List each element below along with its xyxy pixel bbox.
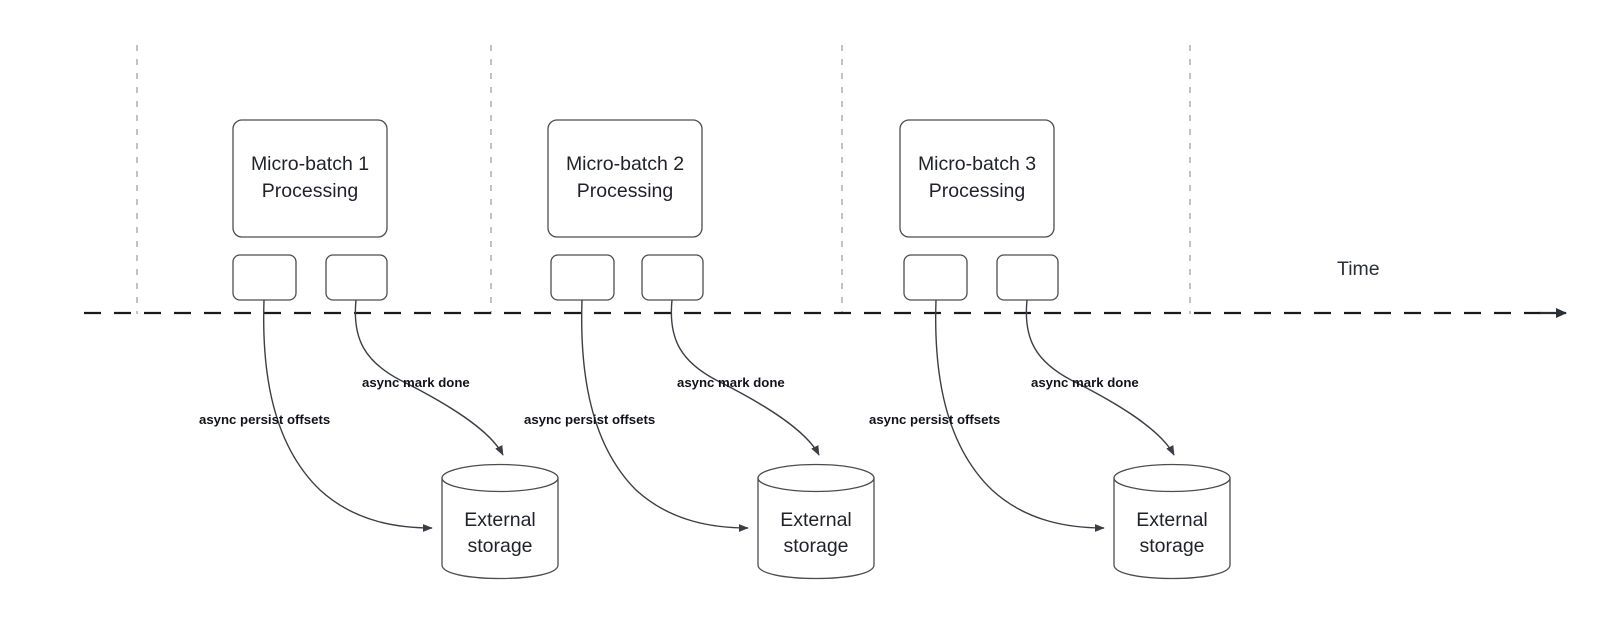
edge-mark-done-2 bbox=[670, 299, 820, 456]
external-storage-1-label-line2: storage bbox=[467, 535, 532, 557]
microbatch-box-3-label-line1: Micro-batch 3 bbox=[918, 153, 1036, 175]
group-1: Micro-batch 1 Processing async persist o… bbox=[199, 119, 559, 580]
task-box-2a[interactable] bbox=[550, 254, 615, 301]
edge-label-mark-done-3: async mark done bbox=[1031, 375, 1139, 390]
external-storage-3-label-line1: External bbox=[1136, 509, 1208, 531]
microbatch-box-2[interactable] bbox=[547, 119, 703, 238]
edge-persist-offsets-1 bbox=[263, 299, 433, 532]
edge-label-mark-done-1: async mark done bbox=[362, 375, 470, 390]
edge-mark-done-1 bbox=[354, 299, 504, 456]
external-storage-2-label-line2: storage bbox=[783, 535, 848, 557]
group-2: Micro-batch 2 Processing async persist o… bbox=[524, 119, 875, 580]
task-box-2b[interactable] bbox=[641, 254, 704, 301]
batch-boundary-guides bbox=[136, 45, 1191, 314]
task-box-3a[interactable] bbox=[903, 254, 968, 301]
task-box-1a[interactable] bbox=[232, 254, 297, 301]
external-storage-2[interactable]: External storage bbox=[757, 463, 875, 580]
external-storage-1-label-line1: External bbox=[464, 509, 536, 531]
microbatch-box-1[interactable] bbox=[232, 119, 388, 238]
external-storage-3[interactable]: External storage bbox=[1113, 463, 1231, 580]
edge-label-persist-offsets-1: async persist offsets bbox=[199, 412, 330, 427]
microbatch-box-3[interactable] bbox=[899, 119, 1055, 238]
external-storage-3-label-line2: storage bbox=[1139, 535, 1204, 557]
microbatch-box-1-label-line2: Processing bbox=[262, 180, 358, 202]
microbatch-box-3-label-line2: Processing bbox=[929, 180, 1025, 202]
microbatch-box-2-label-line1: Micro-batch 2 bbox=[566, 153, 684, 175]
task-box-1b[interactable] bbox=[325, 254, 388, 301]
edge-label-persist-offsets-2: async persist offsets bbox=[524, 412, 655, 427]
timeline-axis-label: Time bbox=[1337, 258, 1380, 280]
edge-label-persist-offsets-3: async persist offsets bbox=[869, 412, 1000, 427]
edge-persist-offsets-2 bbox=[581, 299, 749, 532]
external-storage-1[interactable]: External storage bbox=[441, 463, 559, 580]
external-storage-2-label-line1: External bbox=[780, 509, 852, 531]
microbatch-box-1-label-line1: Micro-batch 1 bbox=[251, 153, 369, 175]
edge-label-mark-done-2: async mark done bbox=[677, 375, 785, 390]
task-box-3b[interactable] bbox=[996, 254, 1059, 301]
edge-persist-offsets-3 bbox=[935, 299, 1105, 532]
group-3: Micro-batch 3 Processing async persist o… bbox=[869, 119, 1231, 580]
microbatch-box-2-label-line2: Processing bbox=[577, 180, 673, 202]
edge-mark-done-3 bbox=[1025, 299, 1175, 456]
